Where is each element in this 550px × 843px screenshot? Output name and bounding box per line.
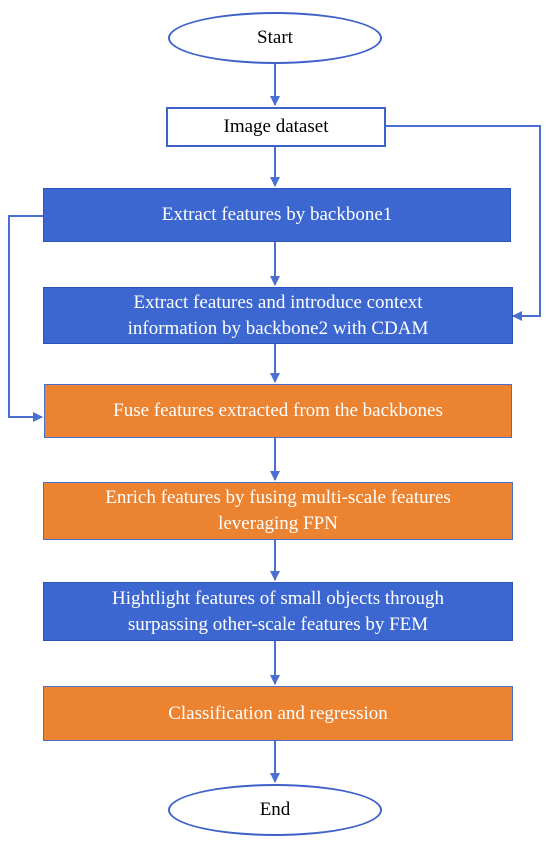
fuse-box: Fuse features extracted from the backbon…: [44, 384, 512, 438]
enrich-box: Enrich features by fusing multi-scale fe…: [43, 482, 513, 540]
classification-box: Classification and regression: [43, 686, 513, 741]
backbone2-label-line1: Extract features and introduce context: [133, 291, 423, 313]
connector-backbone1-to-fuse: [8, 215, 43, 422]
connector-dataset-to-backbone2: [386, 125, 541, 321]
highlight-label-line2: surpassing other-scale features by FEM: [127, 613, 429, 635]
image-dataset-box: Image dataset: [166, 107, 386, 147]
fuse-label: Fuse features extracted from the backbon…: [113, 400, 443, 421]
backbone2-box: Extract features and introduce context i…: [43, 287, 513, 344]
highlight-label-line1: Hightlight features of small objects thr…: [112, 587, 444, 609]
start-label: Start: [257, 27, 293, 48]
backbone1-box: Extract features by backbone1: [43, 188, 511, 242]
enrich-label-line2: leveraging FPN: [218, 513, 338, 534]
classification-label: Classification and regression: [168, 702, 388, 724]
end-terminal: End: [168, 784, 382, 836]
image-dataset-label: Image dataset: [223, 116, 329, 137]
backbone1-label: Extract features by backbone1: [161, 204, 393, 225]
backbone2-label-line2: information by backbone2 with CDAM: [127, 317, 429, 339]
end-label: End: [259, 799, 291, 820]
start-terminal: Start: [168, 12, 382, 64]
enrich-label-line1: Enrich features by fusing multi-scale fe…: [105, 487, 451, 508]
highlight-box: Hightlight features of small objects thr…: [43, 582, 513, 641]
